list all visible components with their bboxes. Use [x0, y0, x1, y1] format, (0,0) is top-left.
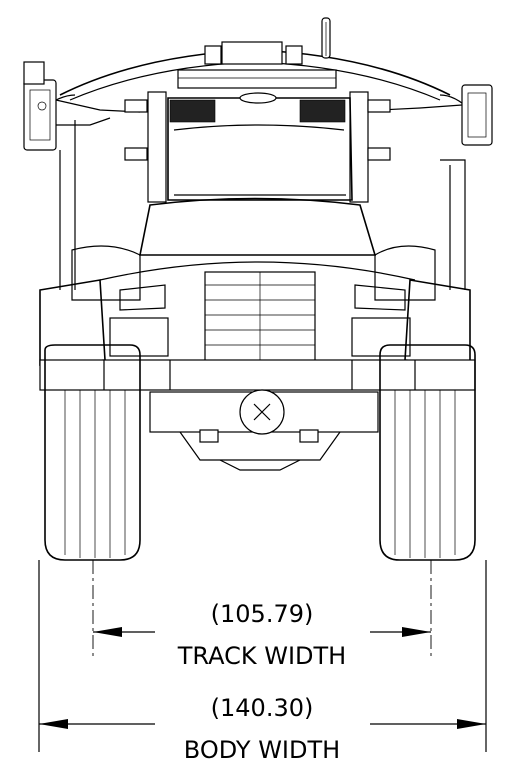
front-axle — [149, 389, 379, 471]
bumper — [39, 359, 476, 391]
mirror-left — [23, 61, 141, 290]
wheel-right — [379, 344, 476, 561]
body-width-label: BODY WIDTH — [184, 736, 340, 764]
roof-hatch — [177, 17, 337, 89]
track-width-dimension: (105.79) TRACK WIDTH — [92, 560, 432, 670]
track-width-label: TRACK WIDTH — [177, 642, 346, 670]
body-width-dimension: (140.30) BODY WIDTH — [38, 560, 487, 764]
track-width-value: (105.79) — [211, 600, 314, 628]
hood — [71, 197, 436, 301]
wheel-left — [44, 344, 141, 561]
cab-posts — [124, 91, 391, 203]
windshield — [167, 92, 353, 201]
grille — [204, 271, 316, 363]
body-width-value: (140.30) — [211, 694, 314, 722]
mirror-right — [379, 84, 493, 290]
